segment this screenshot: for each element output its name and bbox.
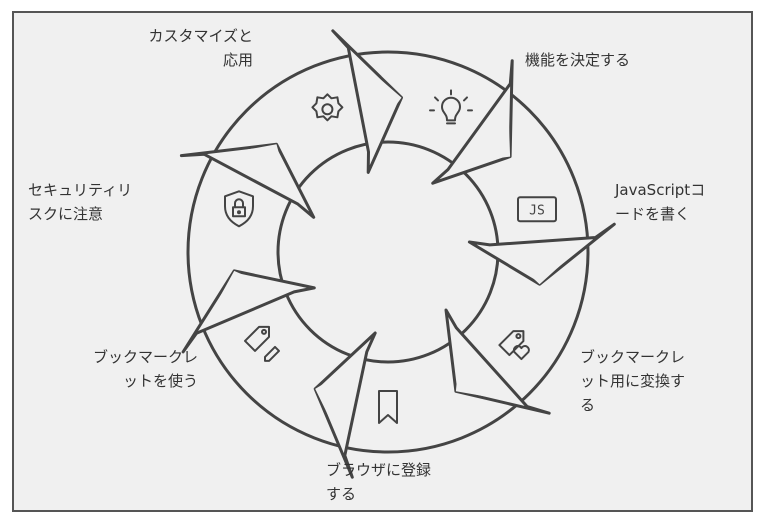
arrow-head-fill bbox=[455, 335, 519, 403]
tag-heart-icon bbox=[498, 330, 530, 361]
lock-shield-icon bbox=[224, 190, 254, 228]
step-label-write-js: JavaScriptコ ードを書く bbox=[615, 181, 706, 223]
svg-text:JS: JS bbox=[529, 203, 545, 218]
arrow-head-fill bbox=[353, 56, 402, 143]
arrow-head-fill bbox=[214, 144, 291, 199]
js-code-icon: JS bbox=[517, 196, 557, 223]
arrow-head-fill bbox=[203, 270, 286, 327]
gear-icon bbox=[311, 93, 344, 122]
ring-inner bbox=[276, 140, 500, 364]
arrow-head-fill bbox=[315, 360, 363, 446]
arrow-head-fill bbox=[454, 93, 511, 164]
step-label-use: ブックマークレ ットを使う bbox=[92, 348, 198, 390]
arrow-head bbox=[181, 269, 316, 354]
bookmark-icon bbox=[378, 390, 398, 424]
arrow-head-fill bbox=[498, 241, 587, 285]
step-label-security: セキュリティリ スクに注意 bbox=[28, 181, 133, 223]
step-label-customize: カスタマイズと 応用 bbox=[148, 27, 253, 69]
step-label-define: 機能を決定する bbox=[525, 51, 631, 69]
step-label-register: ブラウザに登録 する bbox=[326, 461, 432, 503]
tag-pencil-icon bbox=[244, 325, 280, 362]
step-label-convert: ブックマークレ ット用に変換す る bbox=[580, 348, 686, 414]
lightbulb-icon bbox=[429, 89, 473, 125]
